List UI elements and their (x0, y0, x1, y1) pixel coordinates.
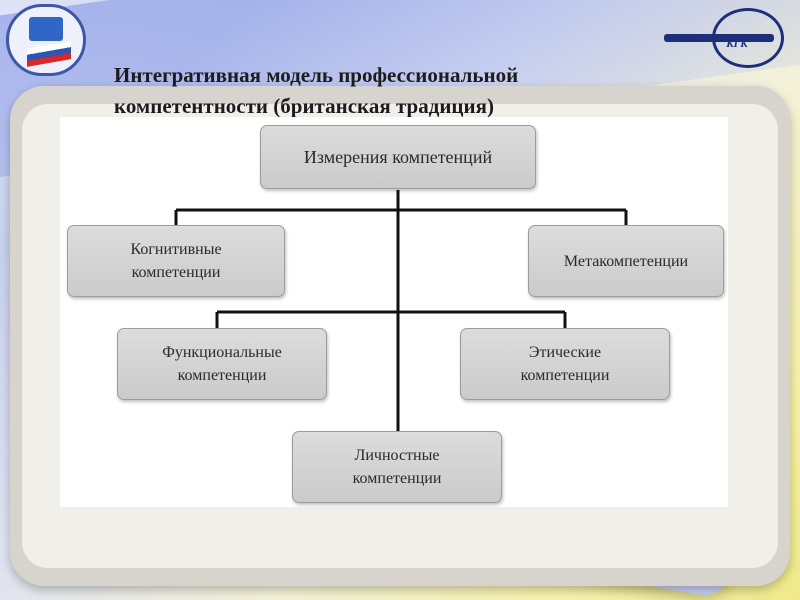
slide-title-line-1: Интегративная модель профессиональной (114, 63, 519, 87)
node-competence-dimensions: Измерения компетенций (260, 125, 536, 189)
flag-icon (27, 41, 71, 67)
node-metacompetences: Метакомпетенции (528, 225, 724, 297)
college-logo-letters: КГК (726, 38, 748, 50)
slide-title-line-2: компетентности (британская традиция) (114, 94, 494, 118)
slide-title: Интегративная модель профессиональной ко… (114, 60, 634, 122)
book-icon (29, 17, 63, 41)
diagram-connectors (174, 190, 628, 431)
college-logo (712, 8, 784, 68)
university-logo (6, 4, 86, 76)
